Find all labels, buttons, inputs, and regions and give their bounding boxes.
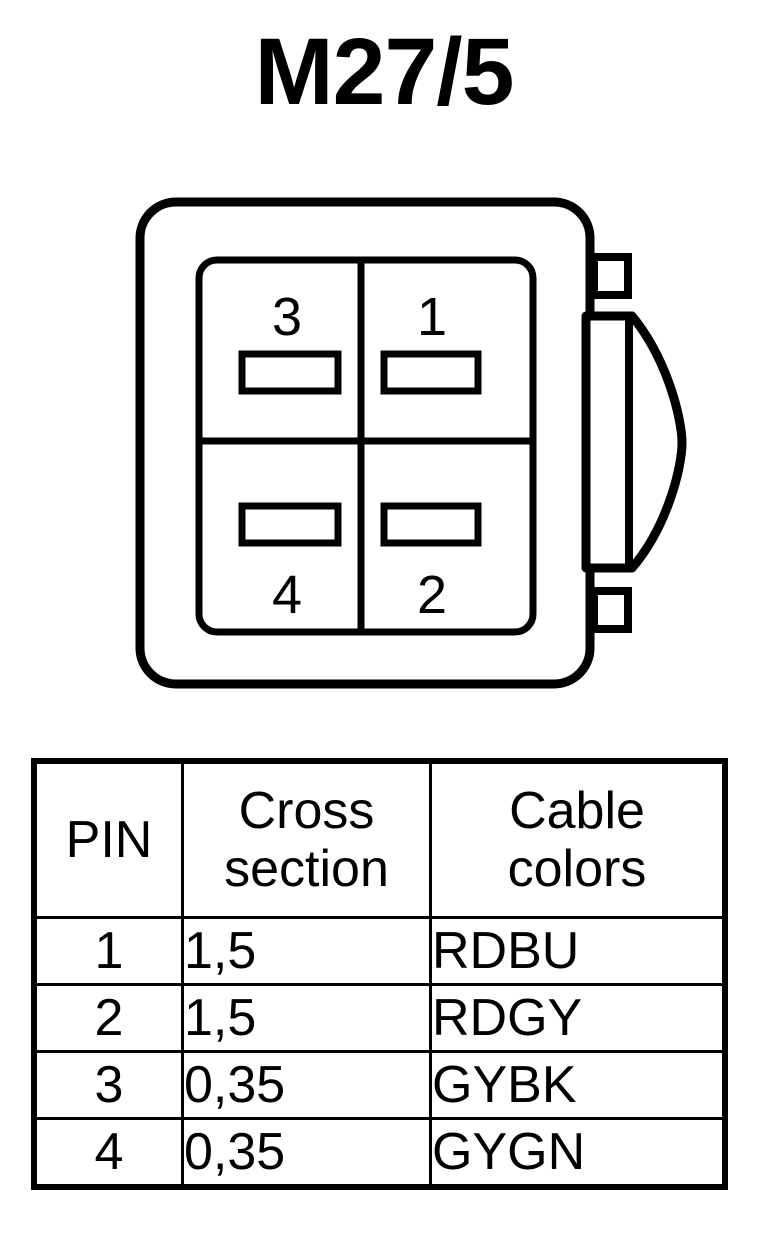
table-row: 1 1,5 RDBU [34,916,725,986]
connector-svg: 3 1 4 2 [135,197,687,689]
latch-tab-top-icon [590,253,632,299]
header-cross-section-line-2: section [224,840,389,898]
header-cable-colors-line-2: colors [507,840,647,898]
header-cross-section-line-1: Cross [238,782,375,840]
table-row: 3 0,35 GYBK [34,1050,725,1120]
cell-cable-colors: RDBU [429,916,725,986]
header-cable-colors: Cable colors [429,761,725,919]
table-row: 4 0,35 GYGN [34,1117,725,1187]
cell-pin: 4 [34,1117,184,1187]
cell-cross-section: 0,35 [181,1117,432,1187]
cavity-slot-4 [238,502,342,547]
header-cross-section: Cross section [181,761,432,919]
cavity-label-2: 2 [417,565,447,625]
latch-arm-icon [581,311,687,573]
cell-pin: 1 [34,916,184,986]
cavity-slot-3 [238,350,342,395]
page-title: M27/5 [254,19,514,125]
cell-cross-section: 1,5 [181,983,432,1053]
cavity-label-3: 3 [272,287,302,347]
connector-diagram: 3 1 4 2 [120,185,700,705]
cavity-label-1: 1 [417,287,447,347]
pinout-table-container: PIN Cross section Cable colors 1 1,5 RDB… [31,758,728,1190]
cell-cable-colors: GYBK [429,1050,725,1120]
pinout-table: PIN Cross section Cable colors 1 1,5 RDB… [31,758,728,1190]
cavity-block-outline [195,256,537,636]
table-row: 2 1,5 RDGY [34,983,725,1053]
header-cable-colors-line-1: Cable [509,782,645,840]
cell-cross-section: 1,5 [181,916,432,986]
cavity-slot-2 [380,502,482,547]
header-pin-line-1: PIN [65,811,153,869]
cell-cable-colors: RDGY [429,983,725,1053]
cell-pin: 3 [34,1050,184,1120]
header-pin: PIN [34,761,184,919]
cell-cable-colors: GYGN [429,1117,725,1187]
table-header-row: PIN Cross section Cable colors [34,761,725,919]
cavity-slot-1 [380,350,482,395]
cavity-label-4: 4 [272,565,302,625]
latch-tab-bottom-icon [590,587,632,633]
cell-pin: 2 [34,983,184,1053]
cell-cross-section: 0,35 [181,1050,432,1120]
